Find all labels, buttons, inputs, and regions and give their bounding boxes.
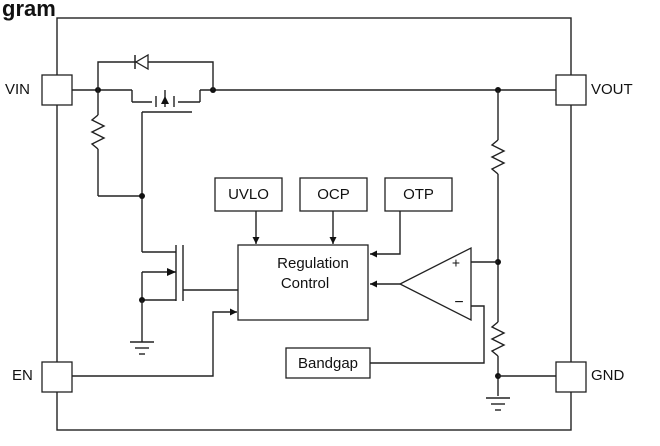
body-diode [97, 53, 214, 90]
ground-symbol-right [486, 397, 510, 411]
regulation-label-line2: Control [281, 275, 329, 292]
regulation-label-line1: Regulation [277, 255, 349, 272]
main-rail [72, 87, 556, 93]
otp-block [384, 177, 453, 212]
opamp-minus-sign: − [454, 294, 463, 311]
en-pin [41, 361, 73, 393]
uvlo-block [214, 177, 283, 212]
regulation-control-block [237, 244, 369, 321]
uvlo-label: UVLO [228, 186, 269, 203]
bandgap-label: Bandgap [298, 355, 358, 372]
error-amplifier: + − [370, 246, 472, 322]
otp-label: OTP [403, 186, 434, 203]
bandgap-reference-wire [370, 305, 485, 364]
vout-pin [555, 74, 587, 106]
gnd-label: GND [591, 367, 625, 384]
enable-signal-path [72, 308, 237, 377]
feedback-divider [471, 90, 556, 396]
chip-outline [56, 17, 572, 431]
ocp-block [299, 177, 368, 212]
opamp-plus-sign: + [452, 255, 460, 271]
vin-pin [41, 74, 73, 106]
en-label: EN [12, 367, 33, 384]
diagram-title-fragment: gram [2, 0, 56, 21]
gate-pullup-resistor [90, 90, 145, 199]
pass-transistor [131, 90, 201, 252]
ocp-label: OCP [317, 186, 350, 203]
gnd-pin [555, 361, 587, 393]
protection-signal-arrows [252, 211, 401, 258]
vout-label: VOUT [591, 81, 633, 98]
bandgap-block [285, 347, 371, 379]
ground-symbol-left [130, 341, 154, 355]
gate-driver-transistor [139, 245, 238, 342]
vin-label: VIN [5, 81, 30, 98]
